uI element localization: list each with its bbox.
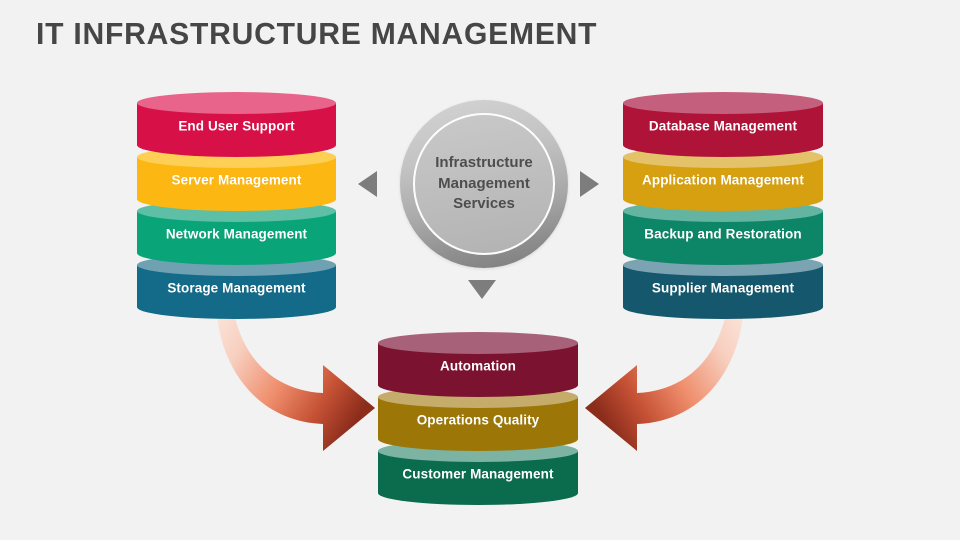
- down-triangle-icon: [468, 280, 496, 299]
- cylinder-segment[interactable]: Database Management: [623, 92, 823, 157]
- cylinder-segment-cap: [623, 92, 823, 114]
- cylinder-segment-cap: [378, 332, 578, 354]
- right-triangle-icon: [580, 171, 599, 197]
- center-label-line-1: Infrastructure: [435, 153, 533, 171]
- center-circle-inner: Infrastructure Management Services: [413, 113, 555, 255]
- left-triangle-icon: [358, 171, 377, 197]
- cylinder-segment[interactable]: Automation: [378, 332, 578, 397]
- center-label: Infrastructure Management Services: [435, 153, 533, 215]
- curved-arrow-right-icon: [217, 314, 375, 451]
- cylinder-segment-cap: [137, 92, 336, 114]
- cylinder-segment[interactable]: End User Support: [137, 92, 336, 157]
- page-title: IT INFRASTRUCTURE MANAGEMENT: [36, 16, 598, 51]
- curved-arrow-left-icon: [585, 314, 743, 451]
- center-label-line-3: Services: [453, 195, 515, 213]
- center-label-line-2: Management: [438, 174, 530, 192]
- center-circle[interactable]: Infrastructure Management Services: [400, 100, 568, 268]
